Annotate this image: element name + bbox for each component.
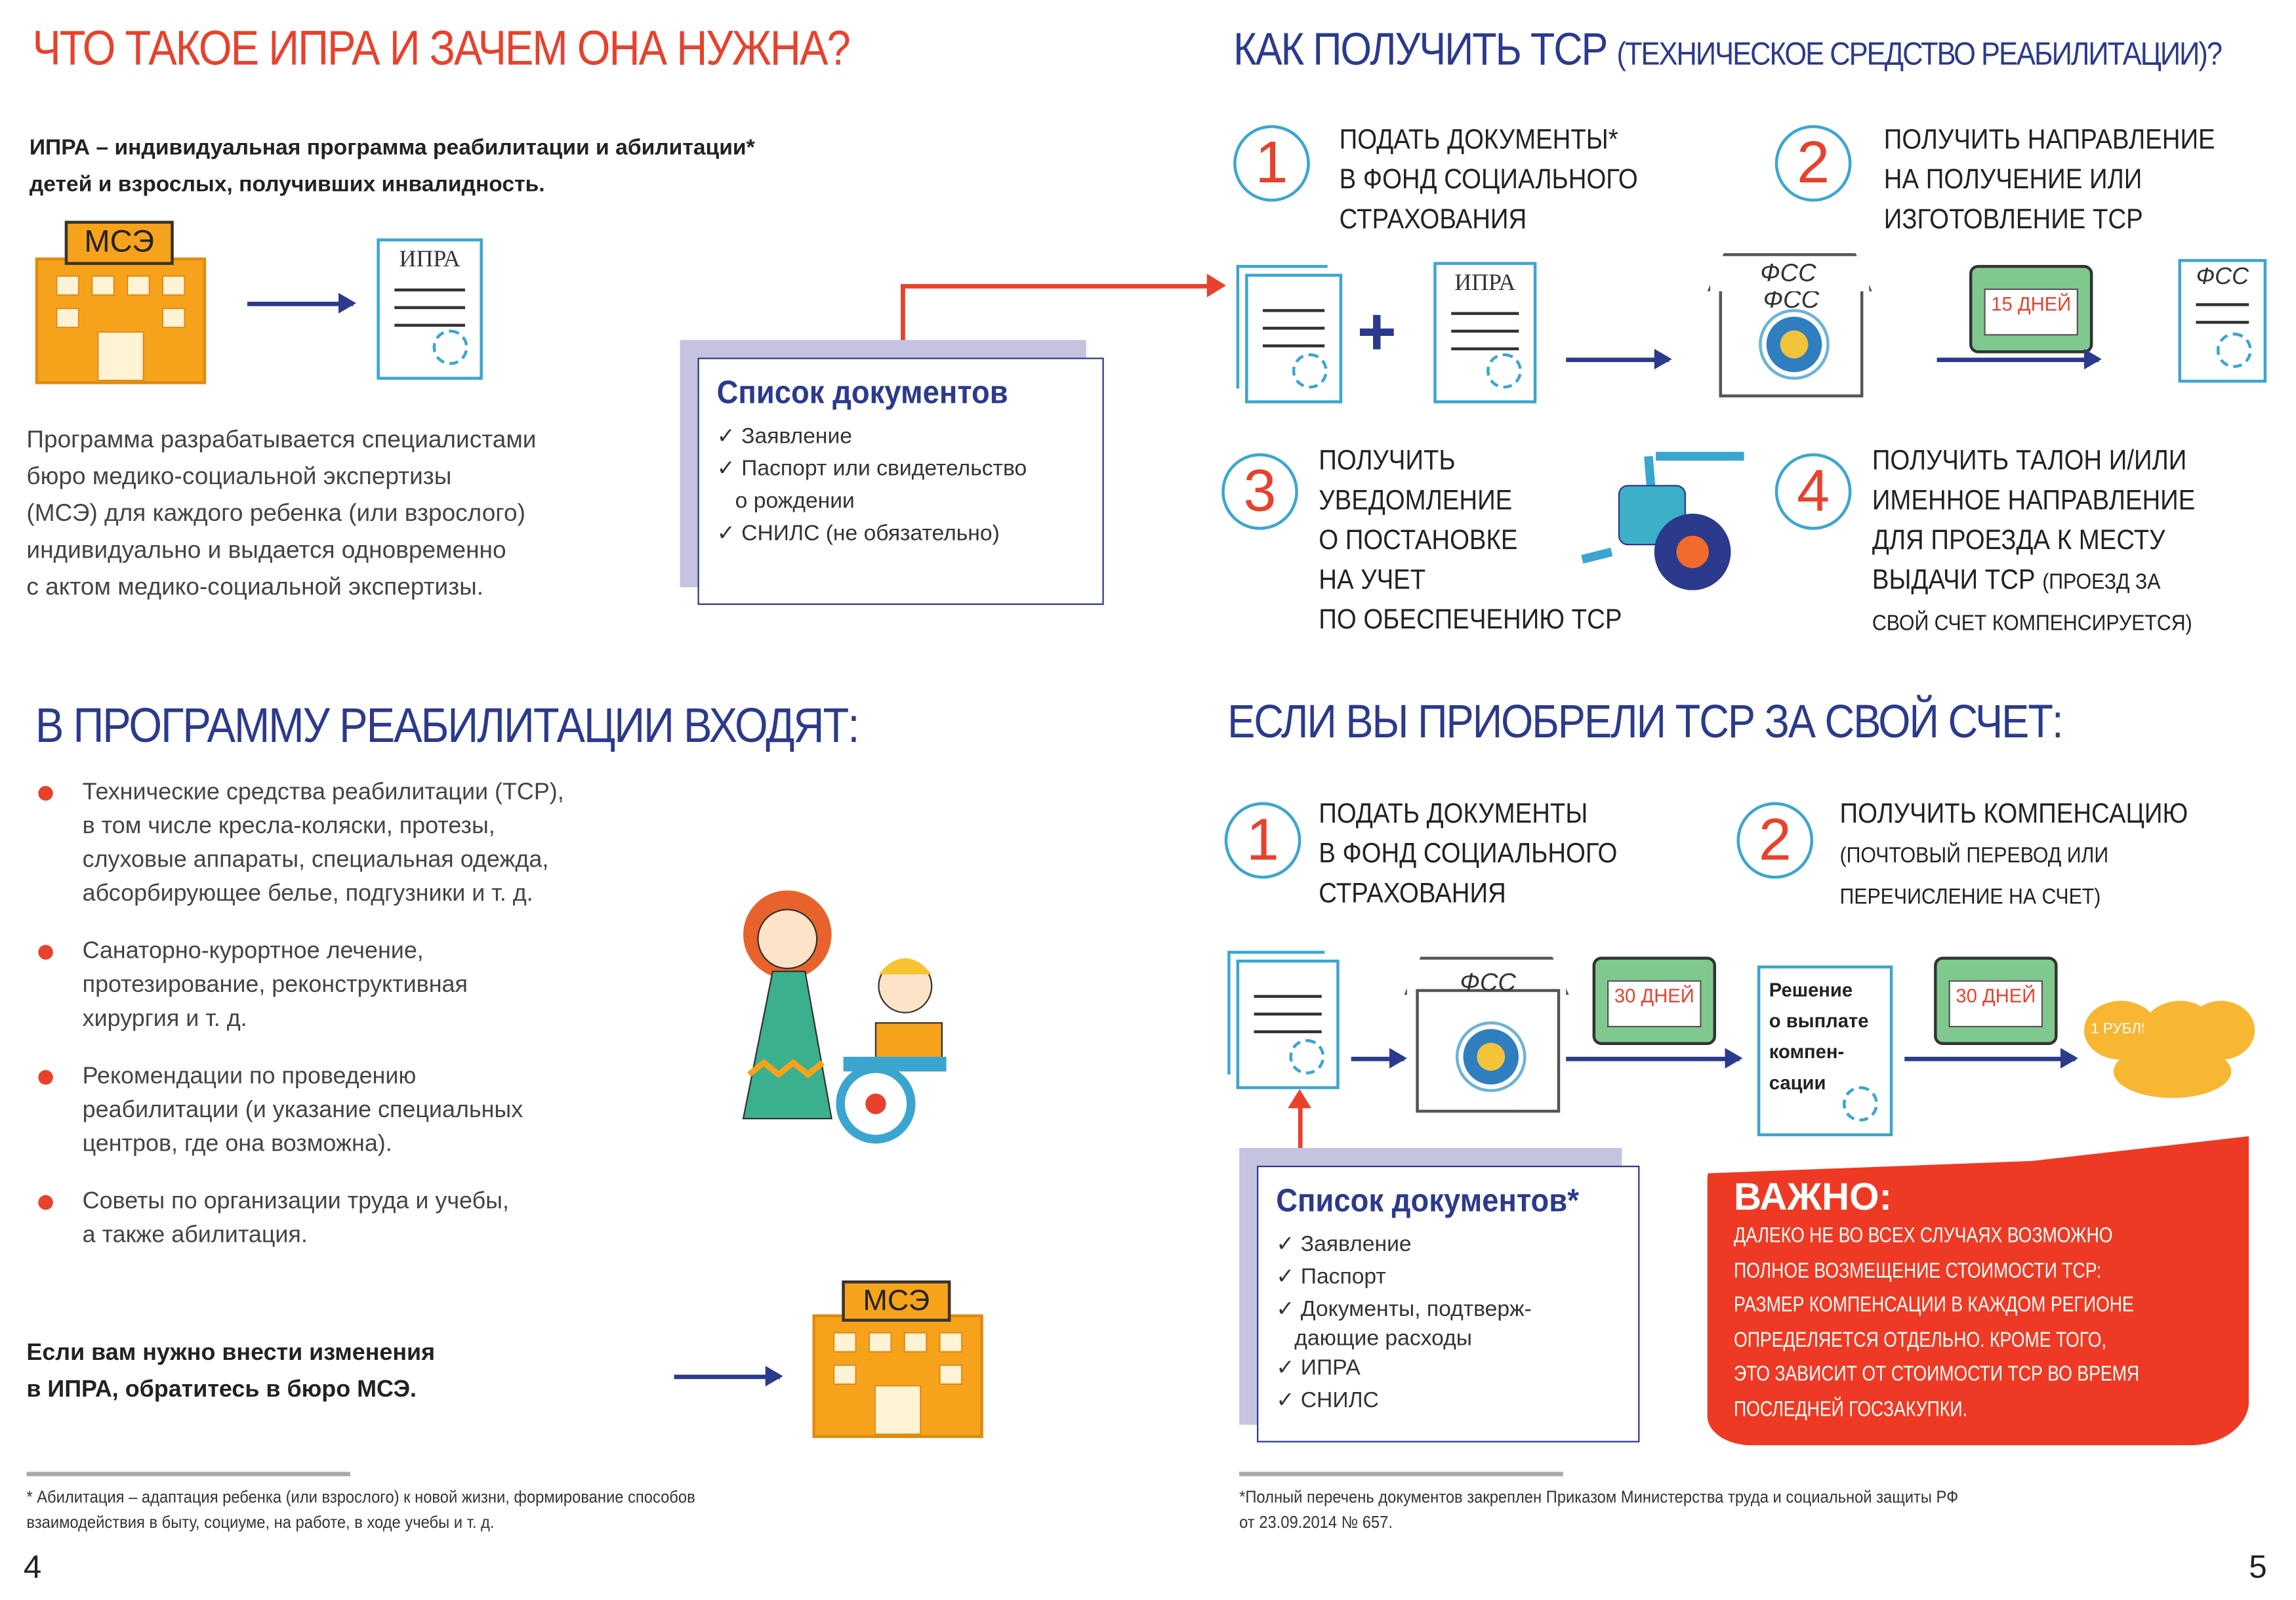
mse-sign: МСЭ <box>64 220 174 265</box>
document-list-box: Список документов ✓ Заявление ✓ Паспорт … <box>697 358 1104 605</box>
step-number: 4 <box>1774 453 1852 530</box>
document-list-item: ✓ СНИЛС <box>1276 1387 1379 1413</box>
arrow-icon <box>674 1366 783 1387</box>
important-notice: ВАЖНО: ДАЛЕКО НЕ ВО ВСЕХ СЛУЧАЯХ ВОЗМОЖН… <box>1707 1136 2249 1446</box>
document-list-item: ✓ Паспорт или свидетельство <box>716 456 1027 482</box>
document-list-box: Список документов* ✓ Заявление ✓ Паспорт… <box>1257 1165 1640 1443</box>
section-title-program: В ПРОГРАММУ РЕАБИЛИТАЦИИ ВХОДЯТ: <box>35 697 860 752</box>
bullet-item: Советы по организации труда и учебы,а та… <box>32 1185 680 1252</box>
footnote-left: * Абилитация – адаптация ребенка (или вз… <box>26 1489 695 1532</box>
ipra-document-icon: ИПРА <box>1433 262 1537 403</box>
arrow-icon <box>1566 1048 1743 1069</box>
document-list-item: о рождении <box>716 488 855 514</box>
roof <box>1404 956 1569 995</box>
document-list-item: ✓ СНИЛС (не обязательно) <box>716 521 1000 546</box>
days-label: 15 ДНЕЙ <box>1984 288 2078 336</box>
document-list-title: Список документов* <box>1276 1181 1579 1219</box>
footnote-right: *Полный перечень документов закреплен Пр… <box>1239 1489 1959 1532</box>
calendar-15-days-icon: 15 ДНЕЙ <box>1969 264 2093 354</box>
page-number-left: 4 <box>23 1548 42 1586</box>
fss-label: ФСС <box>1760 258 1816 287</box>
intro-line: ИПРА – индивидуальная программа реабилит… <box>29 135 755 161</box>
arrow-icon <box>247 293 356 314</box>
mse-building-icon <box>812 1314 983 1438</box>
footnote-divider <box>1239 1471 1563 1477</box>
document-list-item: ✓ Заявление <box>1276 1231 1412 1258</box>
important-title: ВАЖНО: <box>1733 1174 1892 1219</box>
document-list-item: ✓ Паспорт <box>1276 1264 1386 1290</box>
mse-sign: МСЭ <box>842 1280 951 1322</box>
mse-building-icon <box>35 257 207 384</box>
fss-label: ФСС <box>2196 264 2249 290</box>
arrow-icon <box>1937 348 2102 370</box>
arrow-icon <box>1566 348 1672 370</box>
step-number: 2 <box>1774 125 1852 202</box>
arrow-head-icon <box>1288 1089 1312 1109</box>
step-number: 1 <box>1233 125 1310 202</box>
fss-direction-document-icon: ФСС <box>2178 258 2267 383</box>
document-list-item: ✓ ИПРА <box>1276 1355 1361 1381</box>
document-list-title: Список документов <box>716 373 1008 411</box>
plus-icon: + <box>1357 293 1397 370</box>
footnote-divider <box>26 1471 350 1477</box>
page-number-right: 5 <box>2249 1548 2267 1586</box>
self-step-2-text: ПОЛУЧИТЬ КОМПЕНСАЦИЮ(ПОЧТОВЫЙ ПЕРЕВОД ИЛ… <box>1839 799 2188 910</box>
section-title-self-purchase: ЕСЛИ ВЫ ПРИОБРЕЛИ ТСР ЗА СВОЙ СЧЕТ: <box>1227 694 2063 748</box>
calendar-30-days-icon: 30 ДНЕЙ <box>1592 956 1717 1045</box>
ipra-label: ИПРА <box>1454 270 1516 296</box>
connector-line <box>901 284 1213 289</box>
mother-child-wheelchair-illustration <box>742 890 947 1144</box>
ipra-label: ИПРА <box>399 247 461 273</box>
days-label: 30 ДНЕЙ <box>1607 980 1702 1028</box>
calendar-30-days-icon: 30 ДНЕЙ <box>1934 956 2058 1045</box>
left-title: ЧТО ТАКОЕ ИПРА И ЗАЧЕМ ОНА НУЖНА? <box>32 20 850 75</box>
documents-stack-icon <box>1236 959 1340 1090</box>
connector-line <box>901 284 905 358</box>
days-label: 30 ДНЕЙ <box>1948 980 2043 1028</box>
document-list-item: дающие расходы <box>1276 1326 1472 1351</box>
document-list-item: ✓ Документы, подтверж- <box>1276 1296 1532 1322</box>
roof <box>1707 253 1872 292</box>
intro-line: детей и взрослых, получивших инвалидност… <box>29 172 545 197</box>
document-list-item: ✓ Заявление <box>716 424 853 449</box>
fss-label: ФСС <box>1460 968 1516 996</box>
right-title: КАК ПОЛУЧИТЬ ТСР (ТЕХНИЧЕСКОЕ СРЕДСТВО Р… <box>1233 23 2223 75</box>
ipra-document-icon: ИПРА <box>377 238 483 380</box>
step-number: 1 <box>1224 802 1302 879</box>
step-number: 3 <box>1221 453 1298 530</box>
arrow-icon <box>1904 1048 2078 1069</box>
bullet-item: Технические средства реабилитации (ТСР),… <box>32 775 680 911</box>
documents-stack-icon <box>1245 274 1343 403</box>
arrow-icon <box>1351 1048 1407 1069</box>
wheelchair-icon <box>1581 451 1744 590</box>
arrow-head-icon <box>1206 274 1226 298</box>
coins-icon: 1 РУБЛЬ <box>2083 1000 2255 1098</box>
bullet-item: Санаторно-курортное лечение,протезирован… <box>32 935 680 1036</box>
program-bullets: Технические средства реабилитации (ТСР),… <box>32 775 680 1276</box>
fss-building-icon: ФСС <box>1416 968 1561 1113</box>
fss-overlay: ФСС <box>1719 259 1858 392</box>
step-number: 2 <box>1736 802 1814 879</box>
intro-text: ИПРА – индивидуальная программа реабилит… <box>30 129 755 203</box>
connector-line <box>1298 1096 1303 1170</box>
